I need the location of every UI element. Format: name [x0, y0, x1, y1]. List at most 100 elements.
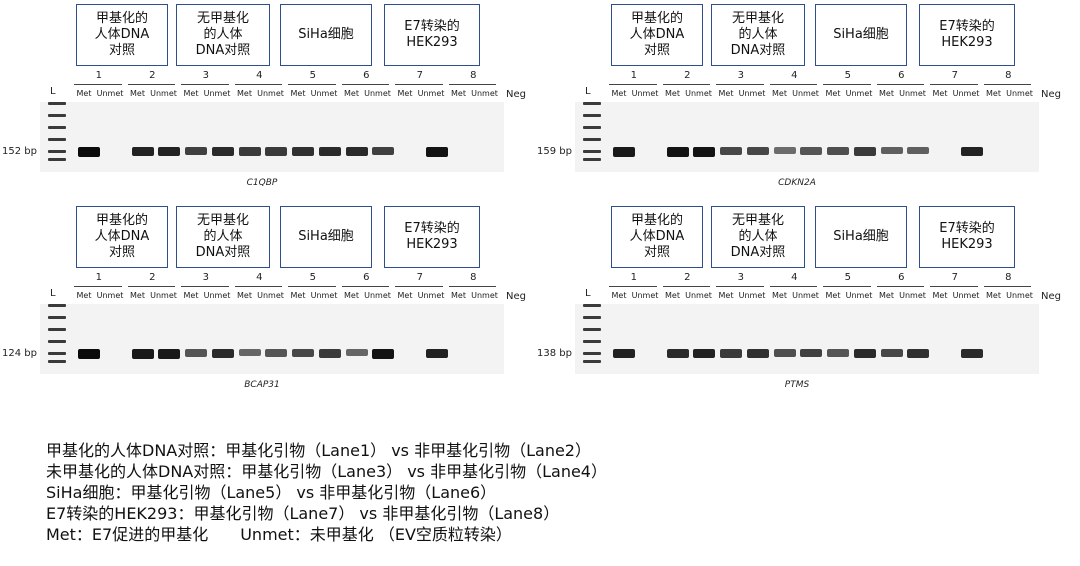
gene-label: C1QBP — [246, 178, 278, 188]
lane-number: 3 — [737, 70, 744, 81]
ladder-band — [48, 102, 66, 105]
lane-divider — [823, 84, 871, 85]
lane-divider — [341, 84, 389, 85]
ladder-label: L — [585, 288, 591, 299]
gel-band — [720, 147, 742, 155]
lane-sub-label-met: Met — [451, 291, 466, 300]
gel-band — [827, 349, 849, 357]
lane-sub-label-unmet: Unmet — [417, 291, 445, 300]
ladder-band — [583, 360, 601, 363]
gel-band — [265, 147, 288, 156]
ladder-label: L — [50, 86, 56, 97]
lane-divider — [769, 286, 817, 287]
lane-number: 1 — [95, 272, 102, 283]
lane-sub-label-met: Met — [130, 291, 145, 300]
gel-band — [372, 147, 395, 156]
sample-box: SiHa细胞 — [815, 206, 907, 268]
lane-sub-label-met: Met — [825, 291, 841, 300]
lane-number: 8 — [1005, 272, 1012, 283]
sample-box: SiHa细胞 — [815, 4, 907, 66]
lane-number: 1 — [95, 70, 102, 81]
lane-divider — [609, 84, 657, 85]
sample-box: 甲基化的 人体DNA 对照 — [76, 4, 168, 66]
gel-band — [78, 349, 100, 359]
lane-sub-label-unmet: Unmet — [96, 291, 124, 300]
gel-band — [773, 349, 796, 357]
ladder-band — [48, 316, 66, 319]
lane-sub-label-unmet: Unmet — [96, 89, 124, 98]
lane-sub-label-unmet: Unmet — [257, 291, 284, 300]
gel-band — [131, 147, 154, 157]
gel-band — [800, 349, 823, 358]
gel-image — [40, 102, 504, 172]
gel-image — [40, 304, 504, 374]
lane-sub-label-unmet: Unmet — [631, 89, 659, 98]
gel-band — [425, 147, 448, 157]
lane-number: 5 — [309, 70, 316, 81]
sample-box: 甲基化的 人体DNA 对照 — [76, 206, 168, 268]
gel-band — [372, 349, 395, 359]
lane-number: 4 — [791, 272, 798, 283]
lane-divider — [127, 286, 175, 287]
ladder-band — [48, 158, 66, 161]
legend-line-4: E7转染的HEK293：甲基化引物（Lane7） vs 非甲基化引物（Lane8… — [46, 504, 560, 523]
ladder-band — [583, 126, 601, 129]
gel-image — [575, 102, 1039, 172]
lane-divider — [288, 286, 336, 287]
sample-box: E7转染的 HEK293 — [919, 206, 1015, 268]
gel-band — [880, 147, 903, 155]
sample-box: E7转染的 HEK293 — [919, 4, 1015, 66]
lane-divider — [395, 286, 443, 287]
lane-sub-label-met: Met — [986, 89, 1001, 98]
lane-divider — [716, 286, 764, 287]
gene-label: CDKN2A — [778, 178, 816, 188]
lane-sub-label-unmet: Unmet — [685, 89, 712, 98]
neg-label: Neg — [506, 89, 526, 100]
sample-box: 无甲基化 的人体 DNA对照 — [711, 206, 805, 268]
band-size-label: 159 bp — [537, 146, 572, 157]
neg-label: Neg — [506, 291, 526, 302]
lane-number: 6 — [898, 272, 905, 283]
gel-band — [158, 147, 181, 157]
gene-label: BCAP31 — [244, 380, 280, 390]
lane-number: 2 — [149, 272, 156, 283]
lane-sub-label-unmet: Unmet — [631, 291, 659, 300]
neg-label: Neg — [1041, 291, 1061, 302]
lane-divider — [74, 84, 122, 85]
lane-sub-label-unmet: Unmet — [1006, 291, 1033, 300]
lane-divider — [662, 84, 710, 85]
ladder-band — [583, 316, 601, 319]
lane-sub-label-unmet: Unmet — [1006, 89, 1033, 98]
lane-divider — [234, 286, 282, 287]
lane-sub-label-met: Met — [825, 89, 841, 98]
gel-band — [960, 147, 983, 157]
lane-sub-label-unmet: Unmet — [792, 291, 819, 300]
lane-divider — [74, 286, 122, 287]
lane-sub-label-unmet: Unmet — [845, 291, 873, 300]
lane-sub-label-met: Met — [611, 291, 627, 300]
gel-band — [827, 147, 849, 155]
lane-sub-label-unmet: Unmet — [899, 89, 926, 98]
gel-band — [158, 349, 181, 359]
gel-band — [238, 147, 261, 156]
lane-number: 7 — [416, 272, 423, 283]
lane-sub-label-unmet: Unmet — [899, 291, 926, 300]
lane-sub-label-unmet: Unmet — [364, 291, 391, 300]
lane-sub-label-unmet: Unmet — [310, 291, 338, 300]
lane-number: 2 — [684, 70, 691, 81]
lane-sub-label-unmet: Unmet — [203, 291, 231, 300]
lane-number: 7 — [416, 70, 423, 81]
gel-band — [265, 349, 288, 357]
gel-band — [131, 349, 154, 359]
lane-sub-label-met: Met — [397, 89, 413, 98]
lane-divider — [983, 286, 1031, 287]
gel-band — [907, 349, 930, 358]
lane-sub-label-met: Met — [665, 291, 680, 300]
lane-number: 5 — [844, 272, 851, 283]
lane-sub-label-unmet: Unmet — [845, 89, 873, 98]
lane-number: 2 — [149, 70, 156, 81]
ladder-band — [583, 158, 601, 161]
ladder-band — [48, 352, 66, 355]
